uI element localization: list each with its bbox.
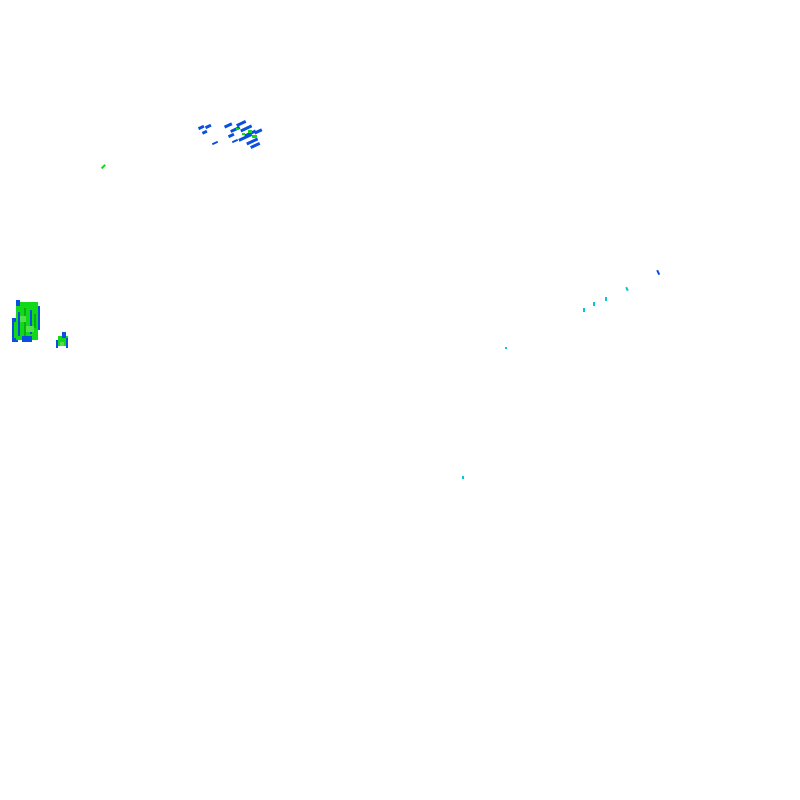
echo-scatter-east	[505, 269, 661, 349]
echo-speck-small	[100, 164, 106, 170]
echo-cluster-west-large	[12, 300, 40, 342]
echo-cluster-northwest	[197, 119, 263, 149]
echo-speck-center	[462, 476, 464, 479]
echo-cluster-west-small	[56, 332, 68, 348]
